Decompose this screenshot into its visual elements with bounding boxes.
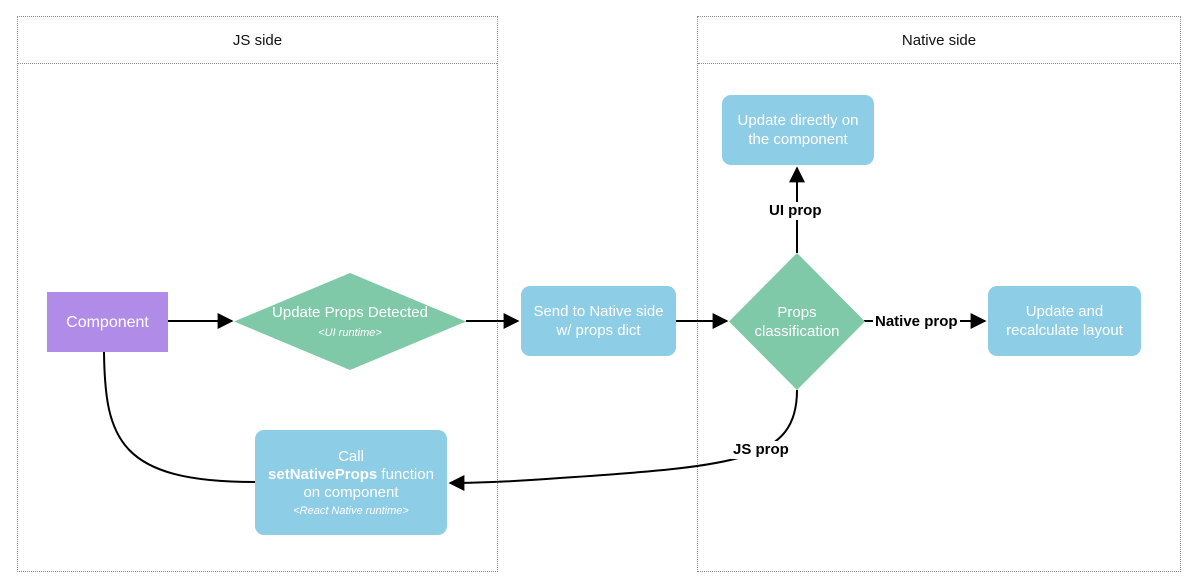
layout-line1: Update and: [1025, 303, 1104, 320]
component-node: Component: [47, 292, 168, 352]
js-prop-label: JS prop: [731, 441, 791, 459]
ui-prop-label: UI prop: [767, 202, 824, 220]
classification-line1: Props: [777, 303, 817, 321]
classification-line2: classification: [754, 322, 840, 340]
layout-line2: recalculate layout: [1006, 322, 1123, 339]
call-line1: Call: [338, 447, 364, 465]
call-setnativeprops-node: Call setNativeProps function on componen…: [255, 430, 447, 535]
native-side-header: Native side: [698, 17, 1180, 64]
native-side-lane: Native side: [697, 16, 1181, 572]
send-line2: w/ props dict: [556, 322, 641, 339]
direct-line1: Update directly on: [737, 112, 859, 129]
js-side-lane: JS side: [17, 16, 498, 572]
call-line3: on component: [303, 483, 399, 501]
component-label: Component: [66, 313, 149, 331]
send-to-native-node: Send to Native side w/ props dict: [521, 286, 676, 356]
diamond-shape: [729, 253, 865, 390]
update-props-runtime: <UI runtime>: [318, 327, 382, 339]
native-prop-label: Native prop: [873, 313, 960, 331]
update-props-detected-node: Update Props Detected <UI runtime>: [234, 273, 466, 370]
props-classification-node: Props classification: [729, 253, 865, 390]
js-side-header: JS side: [18, 17, 497, 64]
call-line2: setNativeProps function: [268, 466, 434, 484]
setnativeprops-name: setNativeProps: [268, 465, 378, 483]
update-props-title: Update Props Detected: [272, 304, 428, 321]
update-directly-node: Update directly on the component: [722, 95, 874, 165]
send-line1: Send to Native side: [533, 303, 664, 320]
function-word: function: [377, 465, 434, 483]
direct-line2: the component: [748, 131, 848, 148]
call-runtime: <React Native runtime>: [293, 504, 409, 517]
update-layout-node: Update and recalculate layout: [988, 286, 1141, 356]
diamond-shape: [234, 273, 466, 370]
edge-classification-to-call: [448, 389, 798, 491]
edge-call-to-component: [103, 351, 256, 483]
